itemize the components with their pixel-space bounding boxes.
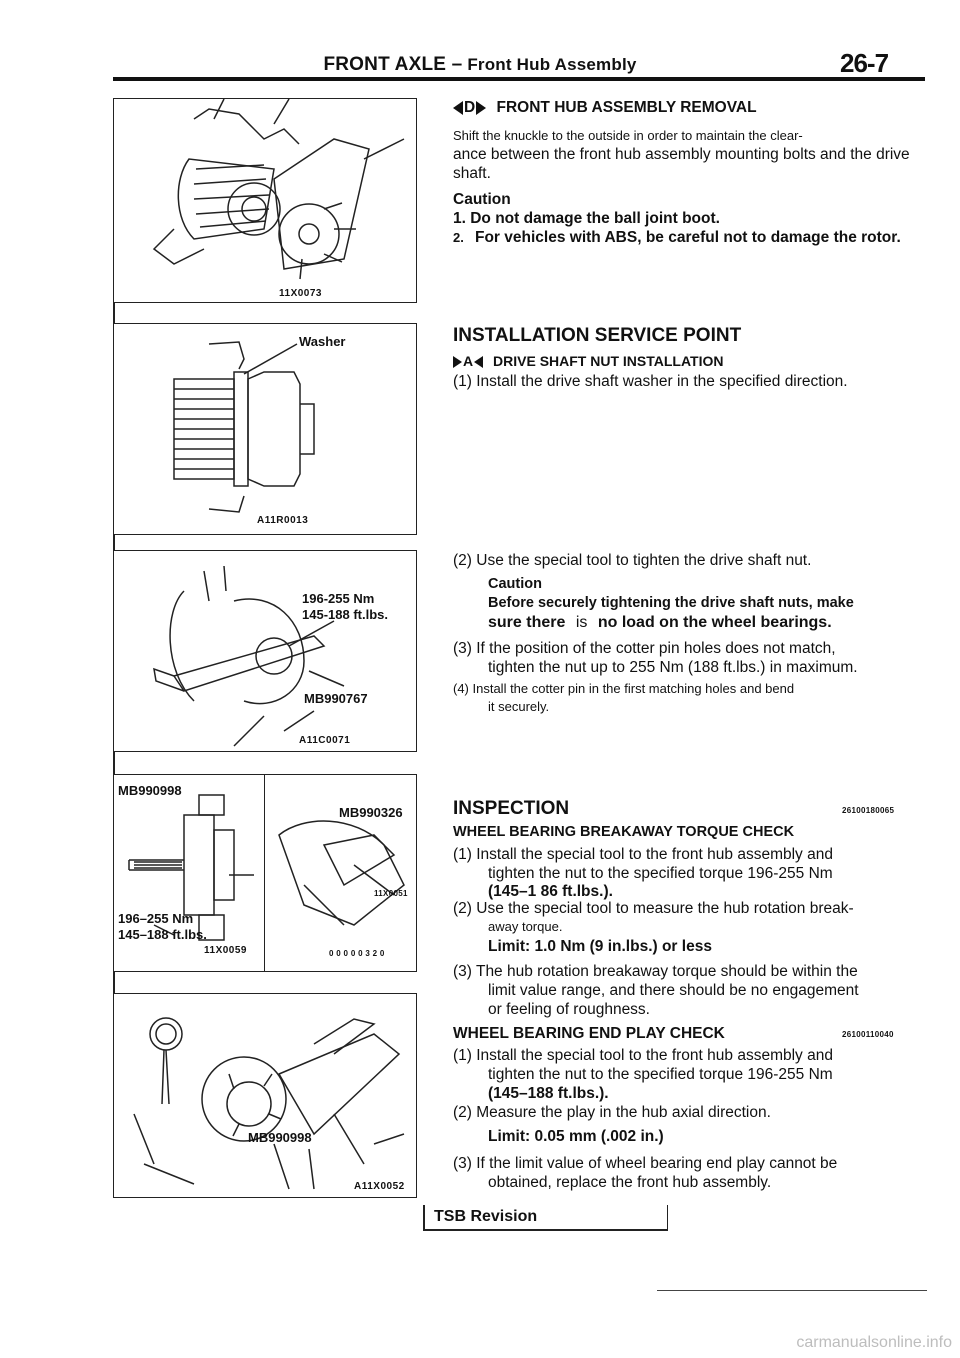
- endplay-code: 26100110040: [842, 1030, 894, 1039]
- installation-step3-line1: (3) If the position of the cotter pin ho…: [453, 640, 836, 657]
- installation-marker: A: [463, 353, 474, 369]
- figure-code-left: 11X0059: [204, 945, 247, 956]
- breakaway-step2-line2: away torque.: [488, 919, 563, 934]
- figure-code: A11R0013: [257, 515, 309, 526]
- torque-nm-label: 196-255 Nm: [302, 591, 375, 606]
- breakaway-subheading: WHEEL BEARING BREAKAWAY TORQUE CHECK: [453, 824, 795, 840]
- figure-tighten-nut: 196-255 Nm 145-188 ft.lbs. MB990767 A11C…: [113, 550, 417, 752]
- tool-label: MB990767: [304, 691, 368, 706]
- watermark: carmanualsonline.info: [796, 1334, 952, 1351]
- installation-step1: (1) Install the drive shaft washer in th…: [453, 373, 848, 390]
- figure-hub-removal: 11X0073: [113, 98, 417, 303]
- arrow-right-icon: [476, 100, 487, 115]
- installation-step4-line1: (4) Install the cotter pin in the first …: [453, 681, 795, 696]
- removal-para-line1: Shift the knuckle to the outside in orde…: [453, 128, 803, 143]
- breakaway-step3-line3: or feeling of roughness.: [488, 1001, 650, 1018]
- figure-code: 11X0073: [279, 288, 322, 299]
- header-section: FRONT AXLE –: [323, 54, 463, 75]
- figure-end-play: MB990998 A11X0052: [113, 993, 417, 1198]
- tsb-revision-box: TSB Revision: [423, 1205, 668, 1231]
- inspection-code: 26100180065: [842, 806, 895, 815]
- endplay-step1-line1: (1) Install the special tool to the fron…: [453, 1047, 833, 1064]
- arrow-left-icon: [474, 356, 484, 369]
- header-title: FRONT AXLE – Front Hub Assembly: [0, 54, 960, 76]
- breakaway-step1-line3: (145–1 86 ft.lbs.).: [488, 883, 613, 900]
- endplay-step1-line2: tighten the nut to the specified torque …: [488, 1066, 833, 1083]
- page-number: 26-7: [840, 48, 889, 78]
- end-play-illustration: [133, 1017, 405, 1190]
- torque-nm-label: 196–255 Nm: [118, 911, 194, 926]
- removal-caution-2: 2. For vehicles with ABS, be careful not …: [453, 228, 923, 247]
- caution-part-a: sure there: [488, 614, 566, 631]
- arrow-left-icon: [453, 100, 463, 115]
- tool-right-label: MB990326: [339, 805, 403, 820]
- breakaway-tools-illustration: [128, 794, 405, 941]
- removal-marker: D: [464, 99, 476, 116]
- arrow-right-icon: [453, 356, 462, 369]
- installation-step3-line2: tighten the nut up to 255 Nm (188 ft.lbs…: [488, 659, 858, 676]
- washer-label: Washer: [299, 334, 346, 349]
- installation-caution-line1: Before securely tightening the drive sha…: [488, 595, 854, 611]
- breakaway-step1-line1: (1) Install the special tool to the fron…: [453, 846, 833, 863]
- header-subtitle: Front Hub Assembly: [467, 55, 637, 74]
- installation-subheading: A DRIVE SHAFT NUT INSTALLATION: [453, 352, 923, 371]
- breakaway-step3-line1: (3) The hub rotation breakaway torque sh…: [453, 963, 858, 980]
- page-header: FRONT AXLE – Front Hub Assembly 26-7: [0, 48, 960, 88]
- washer-illustration: [173, 341, 315, 513]
- torque-ft-label: 145–188 ft.lbs.: [118, 927, 207, 942]
- caution-part-c: no load on the wheel bearings.: [597, 614, 832, 631]
- installation-caution-line2: sure there is no load on the wheel beari…: [488, 613, 928, 632]
- removal-caution-2-num: 2.: [453, 230, 464, 245]
- endplay-step3-line1: (3) If the limit value of wheel bearing …: [453, 1155, 838, 1172]
- breakaway-step3-line2: limit value range, and there should be n…: [488, 982, 859, 999]
- breakaway-step2-line1: (2) Use the special tool to measure the …: [453, 900, 854, 917]
- footer-rule: [657, 1290, 927, 1291]
- removal-heading: D FRONT HUB ASSEMBLY REMOVAL: [453, 98, 923, 117]
- caution-part-b: is: [575, 614, 588, 631]
- tool-label: MB990998: [248, 1130, 312, 1145]
- breakaway-step1-line2: tighten the nut to the specified torque …: [488, 865, 833, 882]
- tighten-nut-illustration: [153, 565, 345, 747]
- figure-washer: Washer A11R0013: [113, 323, 417, 535]
- removal-caution-2-text: For vehicles with ABS, be careful not to…: [475, 229, 901, 246]
- figure-split-rule: [264, 775, 265, 971]
- installation-heading: INSTALLATION SERVICE POINT: [453, 325, 742, 346]
- tool-left-label: MB990998: [118, 783, 182, 798]
- figure-code-right: 0 0 0 0 0 3 2 0: [329, 949, 385, 958]
- endplay-step3-line2: obtained, replace the front hub assembly…: [488, 1174, 772, 1191]
- endplay-limit: Limit: 0.05 mm (.002 in.): [488, 1128, 664, 1145]
- installation-step2: (2) Use the special tool to tighten the …: [453, 552, 812, 569]
- inspection-heading: INSPECTION: [453, 798, 570, 819]
- endplay-subheading: WHEEL BEARING END PLAY CHECK: [453, 1025, 725, 1042]
- endplay-step1-line3: (145–188 ft.lbs.).: [488, 1085, 609, 1102]
- hub-removal-illustration: [152, 99, 405, 280]
- tsb-revision-label: TSB Revision: [434, 1208, 538, 1225]
- torque-ft-label: 145-188 ft.lbs.: [302, 607, 388, 622]
- removal-caution-1: 1. Do not damage the ball joint boot.: [453, 210, 720, 227]
- endplay-step2: (2) Measure the play in the hub axial di…: [453, 1104, 771, 1121]
- header-rule: [113, 77, 925, 81]
- figure-breakaway-tools: MB990998 MB990326 196–255 Nm 145–188 ft.…: [113, 774, 417, 972]
- installation-caution: Caution: [488, 576, 542, 592]
- removal-caution: Caution: [453, 191, 511, 208]
- breakaway-limit: Limit: 1.0 Nm (9 in.lbs.) or less: [488, 938, 712, 955]
- removal-para-line2: ance between the front hub assembly moun…: [453, 146, 910, 182]
- installation-subheading-text: DRIVE SHAFT NUT INSTALLATION: [493, 353, 724, 369]
- installation-step4-line2: it securely.: [488, 699, 550, 714]
- figure-code-small: 11X0051: [374, 889, 408, 898]
- figure-code: A11X0052: [354, 1181, 405, 1192]
- figure-code: A11C0071: [299, 735, 351, 746]
- removal-heading-text: FRONT HUB ASSEMBLY REMOVAL: [496, 99, 757, 116]
